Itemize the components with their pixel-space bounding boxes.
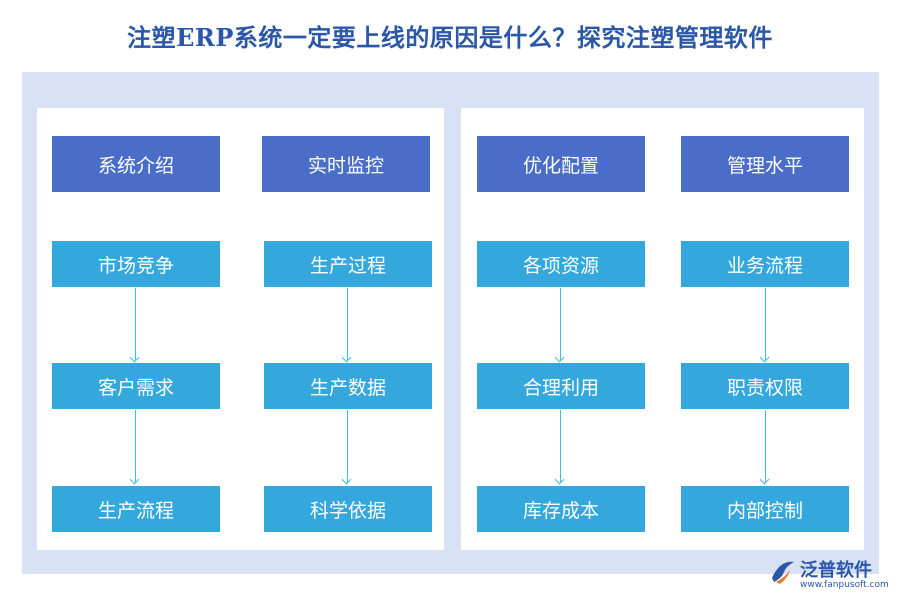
column-3-header: 优化配置	[477, 136, 645, 192]
left-panel: 系统介绍 市场竞争 客户需求 生产流程 实时监控 生产过程 生产数据 科学依据	[37, 108, 444, 550]
column-3-arrow-2	[560, 410, 561, 482]
column-2-step-2: 生产数据	[264, 363, 432, 409]
column-1-step-2: 客户需求	[52, 363, 220, 409]
column-3-arrow-1	[560, 288, 561, 360]
fanpu-logo-icon	[772, 561, 794, 584]
column-1-step-3: 生产流程	[52, 486, 220, 532]
column-4-step-2: 职责权限	[681, 363, 849, 409]
column-3-step-3: 库存成本	[477, 486, 645, 532]
column-2-arrow-1	[347, 288, 348, 360]
column-2-step-1: 生产过程	[264, 241, 432, 287]
column-1-arrow-1	[135, 288, 136, 360]
column-3-step-2: 合理利用	[477, 363, 645, 409]
column-2-step-3: 科学依据	[264, 486, 432, 532]
column-2-header: 实时监控	[262, 136, 430, 192]
column-1-step-1: 市场竞争	[52, 241, 220, 287]
column-4-step-1: 业务流程	[681, 241, 849, 287]
page-title: 注塑ERP系统一定要上线的原因是什么？探究注塑管理软件	[127, 23, 773, 52]
column-4-arrow-1	[765, 288, 766, 360]
diagram-frame: 系统介绍 市场竞争 客户需求 生产流程 实时监控 生产过程 生产数据 科学依据 …	[22, 72, 879, 574]
logo-url: www.fanpusoft.com	[800, 580, 889, 590]
column-4-step-3: 内部控制	[681, 486, 849, 532]
column-1-arrow-2	[135, 410, 136, 482]
column-3-step-1: 各项资源	[477, 241, 645, 287]
right-panel: 优化配置 各项资源 合理利用 库存成本 管理水平 业务流程 职责权限 内部控制	[461, 108, 864, 550]
logo-name: 泛普软件	[800, 560, 872, 581]
column-4-header: 管理水平	[681, 136, 849, 192]
column-4-arrow-2	[765, 410, 766, 482]
column-2-arrow-2	[347, 410, 348, 482]
brand-logo: 泛普软件 www.fanpusoft.com	[768, 556, 898, 596]
column-1-header: 系统介绍	[52, 136, 220, 192]
